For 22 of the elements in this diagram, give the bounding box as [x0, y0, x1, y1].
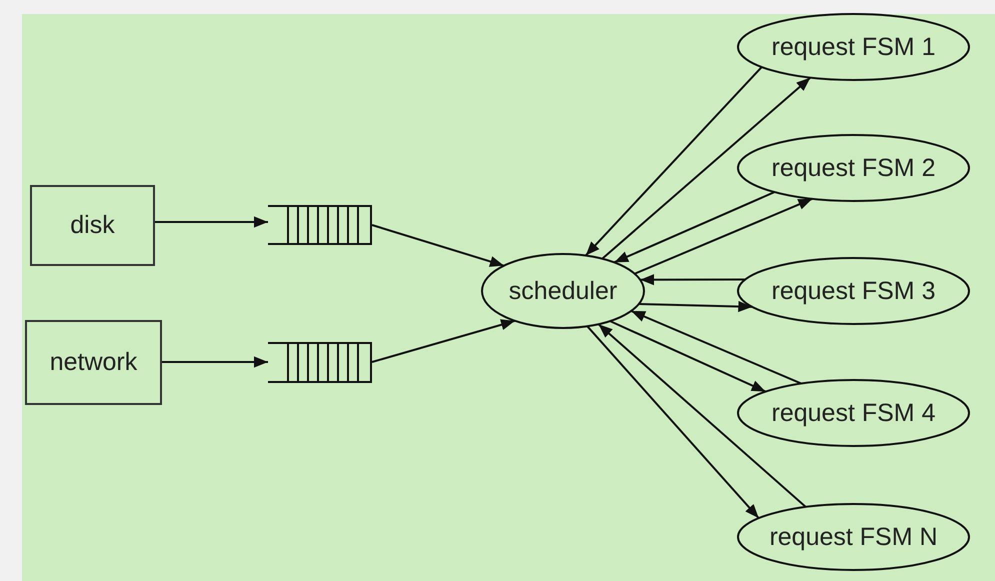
- node-label: request FSM 3: [772, 276, 936, 306]
- arrow: [162, 356, 268, 368]
- arrow: [585, 66, 762, 256]
- arrow: [598, 324, 806, 508]
- node-label: disk: [70, 211, 115, 240]
- node-label: request FSM N: [769, 522, 938, 552]
- node-label: scheduler: [508, 276, 618, 306]
- node-label: request FSM 1: [772, 32, 936, 62]
- arrow: [614, 191, 775, 264]
- node-label: network: [50, 348, 138, 377]
- arrow: [372, 224, 504, 267]
- node-label: request FSM 2: [772, 154, 936, 182]
- arrow: [640, 274, 746, 286]
- arrow: [638, 300, 752, 312]
- arrow: [372, 319, 516, 363]
- arrow: [586, 326, 760, 519]
- arrow: [634, 198, 813, 275]
- node-label: request FSM 4: [772, 398, 936, 428]
- arrow: [602, 76, 812, 260]
- arrow: [610, 320, 766, 392]
- arrow: [155, 216, 268, 228]
- arrow: [630, 310, 802, 384]
